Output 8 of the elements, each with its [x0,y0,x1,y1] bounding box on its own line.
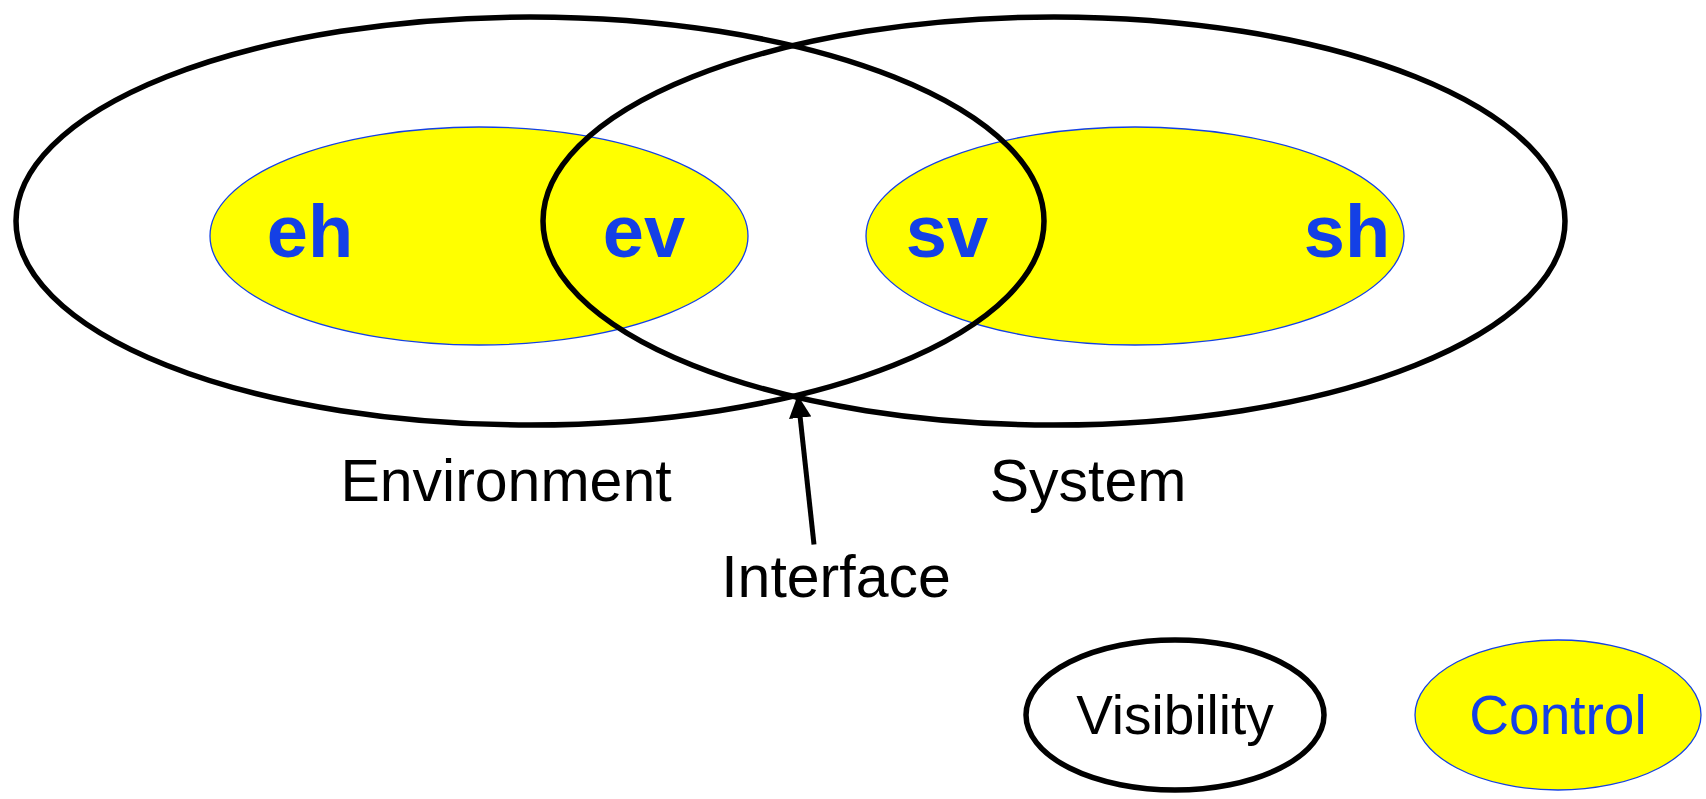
variable-label: eh [266,195,354,269]
region-label: System [989,451,1187,511]
region-label: Environment [340,451,672,511]
interface-label: Interface [721,547,951,607]
variable-label: sh [1303,195,1391,269]
variable-label: sv [905,195,989,269]
variable-label: ev [602,195,686,269]
legend-label: Control [1469,687,1647,743]
